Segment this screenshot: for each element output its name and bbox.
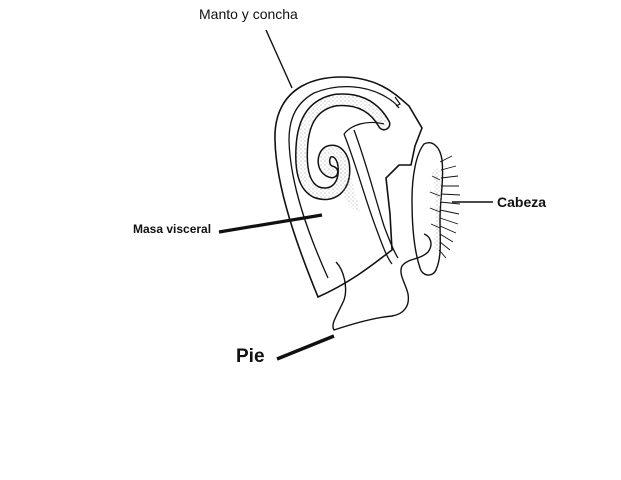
- label-pie: Pie: [236, 346, 265, 368]
- leader-pie: [277, 336, 334, 359]
- label-masa-visceral: Masa visceral: [133, 222, 211, 236]
- leader-manto: [266, 30, 292, 88]
- label-manto-y-concha: Manto y concha: [199, 6, 298, 22]
- label-cabeza: Cabeza: [497, 194, 546, 210]
